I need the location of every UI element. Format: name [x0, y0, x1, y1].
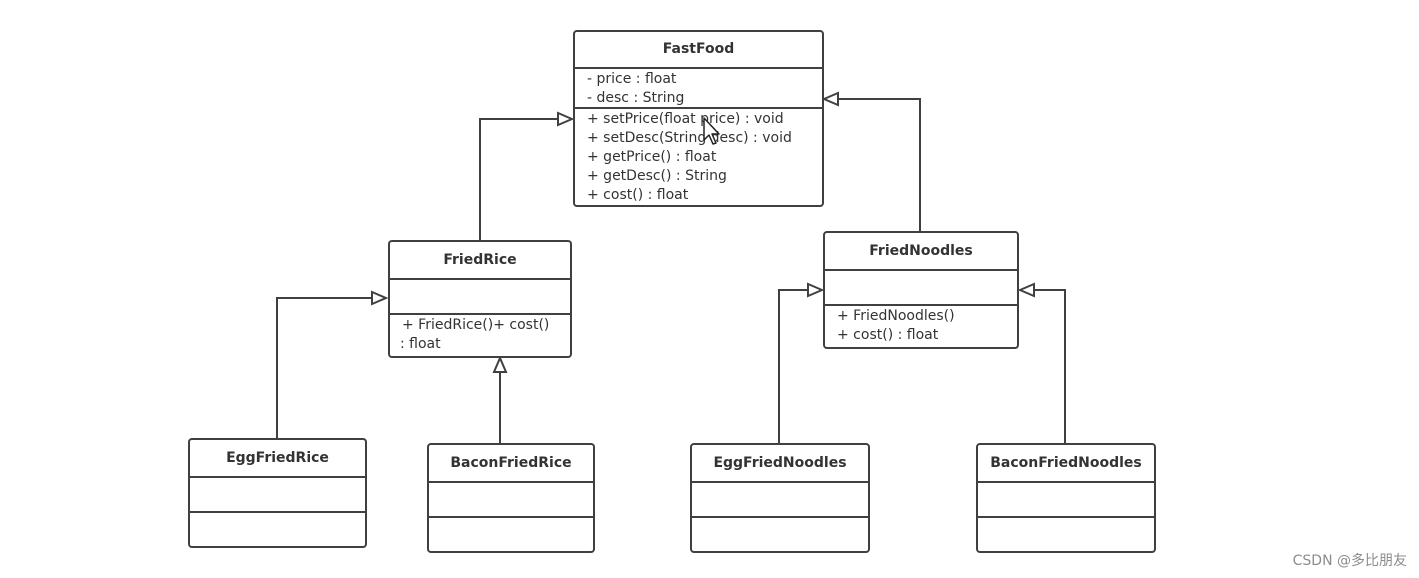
arrowhead-fastfood-left — [557, 111, 575, 127]
arrowhead-friedrice-left — [371, 290, 389, 306]
generalization-baconfriednoodles-friednoodles — [1034, 289, 1066, 444]
class-friedrice[interactable]: FriedRice + FriedRice()+ cost() : float — [388, 240, 572, 358]
class-name: FriedRice — [390, 242, 570, 280]
class-name: FastFood — [575, 32, 822, 69]
attributes-section — [692, 483, 868, 518]
attributes-section — [390, 280, 570, 315]
method-setprice: + setPrice(float price) : void — [587, 111, 784, 127]
arrowhead-friedrice-bottom — [492, 355, 508, 373]
method-getdesc: + getDesc() : String — [587, 168, 727, 184]
class-name: BaconFriedNoodles — [978, 445, 1154, 483]
method-cost-return-type: : float — [400, 336, 441, 352]
attributes-section — [190, 478, 365, 513]
generalization-friednoodles-fastfood — [838, 98, 921, 232]
method-setdesc: + setDesc(String desc) : void — [587, 130, 792, 146]
method-constructor-cost: + FriedRice()+ cost() — [402, 317, 550, 333]
generalization-eggfriednoodles-friednoodles — [778, 289, 808, 444]
method-getprice: + getPrice() : float — [587, 149, 717, 165]
attribute-desc: - desc : String — [587, 90, 685, 106]
watermark-text: CSDN @多比朋友 — [1292, 553, 1407, 569]
method-cost: + cost() : float — [837, 327, 939, 343]
attributes-section: - price : float - desc : String — [575, 69, 822, 109]
class-eggfriednoodles[interactable]: EggFriedNoodles — [690, 443, 870, 553]
class-friednoodles[interactable]: FriedNoodles + FriedNoodles() + cost() :… — [823, 231, 1019, 349]
attributes-section — [978, 483, 1154, 518]
method-cost: + cost() : float — [587, 187, 689, 203]
attributes-section — [825, 271, 1017, 306]
methods-section: + setPrice(float price) : void + setDesc… — [575, 109, 822, 205]
mouse-pointer-icon — [703, 117, 720, 145]
arrowhead-fastfood-right — [821, 91, 839, 107]
method-constructor: + FriedNoodles() — [837, 308, 955, 324]
class-name: BaconFriedRice — [429, 445, 593, 483]
class-baconfriednoodles[interactable]: BaconFriedNoodles — [976, 443, 1156, 553]
class-name: EggFriedNoodles — [692, 445, 868, 483]
generalization-eggfriedrice-friedrice — [276, 297, 372, 439]
arrowhead-friednoodles-right — [1017, 282, 1035, 298]
attribute-price: - price : float — [587, 71, 677, 87]
generalization-friedrice-fastfood — [479, 118, 558, 241]
class-baconfriedrice[interactable]: BaconFriedRice — [427, 443, 595, 553]
attributes-section — [429, 483, 593, 518]
class-fastfood[interactable]: FastFood - price : float - desc : String… — [573, 30, 824, 207]
class-eggfriedrice[interactable]: EggFriedRice — [188, 438, 367, 548]
class-name: FriedNoodles — [825, 233, 1017, 271]
arrowhead-friednoodles-left — [807, 282, 825, 298]
methods-section: + FriedNoodles() + cost() : float — [825, 306, 1017, 345]
methods-section: + FriedRice()+ cost() : float — [390, 315, 570, 354]
class-name: EggFriedRice — [190, 440, 365, 478]
